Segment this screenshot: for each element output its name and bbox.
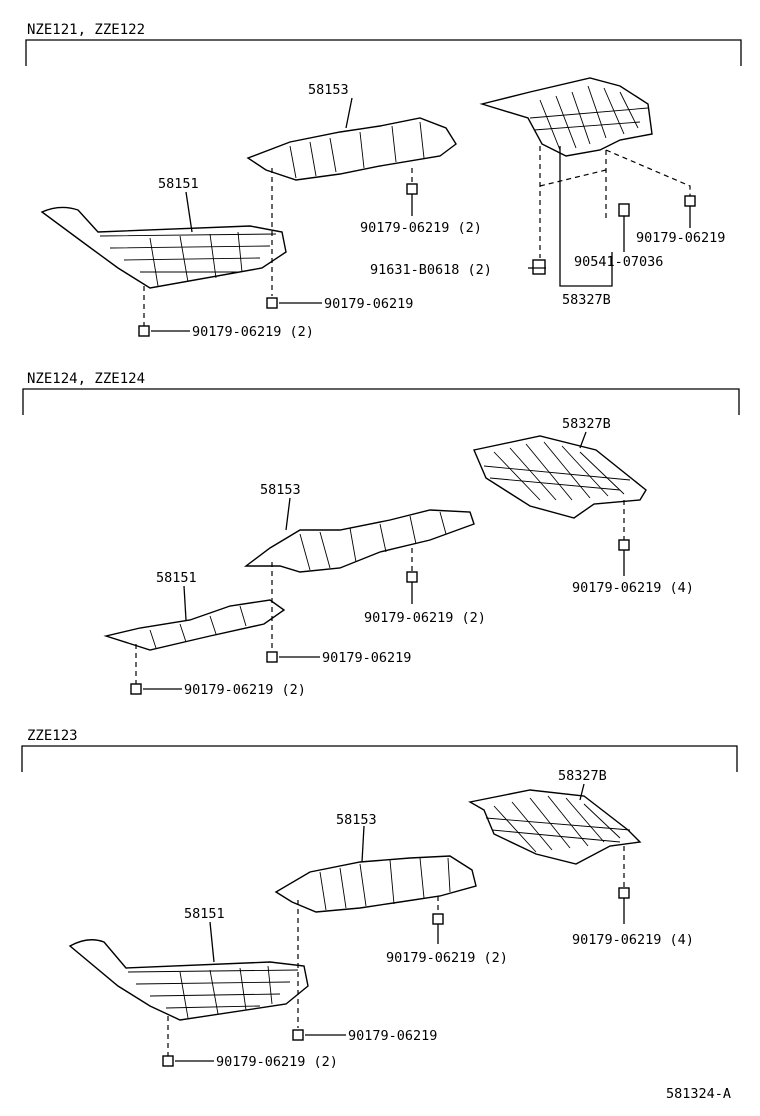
clip-label: 90179-06219 bbox=[636, 230, 725, 246]
clip-icon bbox=[684, 195, 696, 207]
clip-icon bbox=[432, 913, 444, 925]
part-label-58153: 58153 bbox=[336, 812, 377, 828]
clip-icon bbox=[266, 297, 278, 309]
section-header: NZE121, ZZE122 bbox=[27, 22, 145, 38]
clip-icon bbox=[406, 183, 418, 195]
shield-58151 bbox=[103, 599, 286, 651]
clip-icon bbox=[138, 325, 150, 337]
shield-58327b bbox=[468, 789, 642, 865]
section-nze121-zze122: NZE121, ZZE122 bbox=[25, 22, 742, 340]
clip-label: 90179-06219 (2) bbox=[386, 950, 508, 966]
dashed-connector bbox=[605, 149, 691, 196]
section-bracket bbox=[22, 388, 740, 415]
screw-icon bbox=[618, 203, 630, 217]
section-bracket bbox=[21, 745, 738, 772]
shield-58151 bbox=[68, 939, 309, 1021]
clip-label: 90179-06219 bbox=[322, 650, 411, 666]
clip-label: 90179-06219 (4) bbox=[572, 580, 694, 596]
shield-58327b bbox=[473, 435, 647, 519]
part-label-58327b: 58327B bbox=[562, 416, 611, 432]
clip-label: 90179-06219 (2) bbox=[364, 610, 486, 626]
part-label-58151: 58151 bbox=[184, 906, 225, 922]
part-label-58327b: 58327B bbox=[558, 768, 607, 784]
shield-58151 bbox=[40, 206, 287, 289]
clip-icon bbox=[292, 1029, 304, 1041]
diagram-code: 581324-A bbox=[666, 1086, 731, 1102]
part-label-58151: 58151 bbox=[158, 176, 199, 192]
clip-label: 90179-06219 bbox=[324, 296, 413, 312]
section-header: ZZE123 bbox=[27, 728, 78, 744]
shield-58153 bbox=[246, 117, 457, 181]
bolt-label: 91631-B0618 (2) bbox=[370, 262, 492, 278]
clip-label: 90179-06219 (2) bbox=[192, 324, 314, 340]
shield-58327b bbox=[479, 77, 653, 157]
section-bracket bbox=[25, 39, 742, 66]
clip-label: 90179-06219 (2) bbox=[360, 220, 482, 236]
part-label-58153: 58153 bbox=[260, 482, 301, 498]
section-nze124-zze124: NZE124, ZZE124 bbox=[22, 371, 740, 698]
section-header: NZE124, ZZE124 bbox=[27, 371, 145, 387]
part-label-58151: 58151 bbox=[156, 570, 197, 586]
shield-58153 bbox=[243, 509, 475, 573]
shield-58153 bbox=[274, 855, 477, 913]
clip-label: 90179-06219 bbox=[348, 1028, 437, 1044]
clip-icon bbox=[130, 683, 142, 695]
bolt-icon bbox=[532, 259, 546, 275]
screw-label: 90541-07036 bbox=[574, 254, 663, 270]
clip-icon bbox=[618, 887, 630, 899]
part-label-58153: 58153 bbox=[308, 82, 349, 98]
clip-label: 90179-06219 (2) bbox=[184, 682, 306, 698]
clip-icon bbox=[618, 539, 630, 551]
section-zze123: ZZE123 bbox=[21, 728, 738, 1070]
clip-label: 90179-06219 (2) bbox=[216, 1054, 338, 1070]
part-label-58327b: 58327B bbox=[562, 292, 611, 308]
dashed-connector bbox=[539, 169, 607, 187]
clip-icon bbox=[162, 1055, 174, 1067]
clip-icon bbox=[406, 571, 418, 583]
clip-icon bbox=[266, 651, 278, 663]
clip-label: 90179-06219 (4) bbox=[572, 932, 694, 948]
